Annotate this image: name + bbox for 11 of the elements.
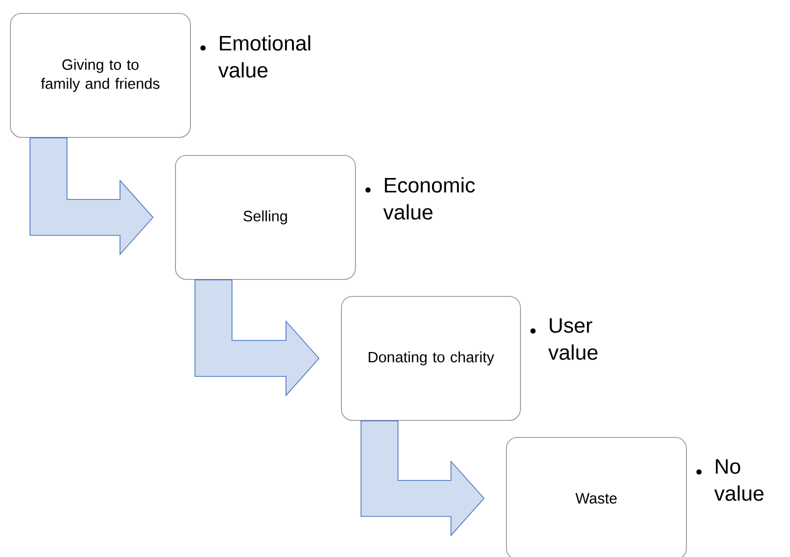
process-box: Donating to charity [341, 296, 521, 421]
value-text: Emotional value [218, 35, 310, 78]
value-text: Economic value [383, 177, 475, 220]
bent-arrow [194, 279, 320, 396]
value-text: User value [548, 318, 598, 360]
bent-arrow [30, 137, 154, 256]
value-text: No value [714, 459, 764, 501]
process-box: Waste [506, 437, 687, 557]
process-box: Giving to to family and friends [10, 13, 191, 138]
process-box: Selling [175, 155, 356, 280]
bent-arrow [360, 420, 485, 536]
